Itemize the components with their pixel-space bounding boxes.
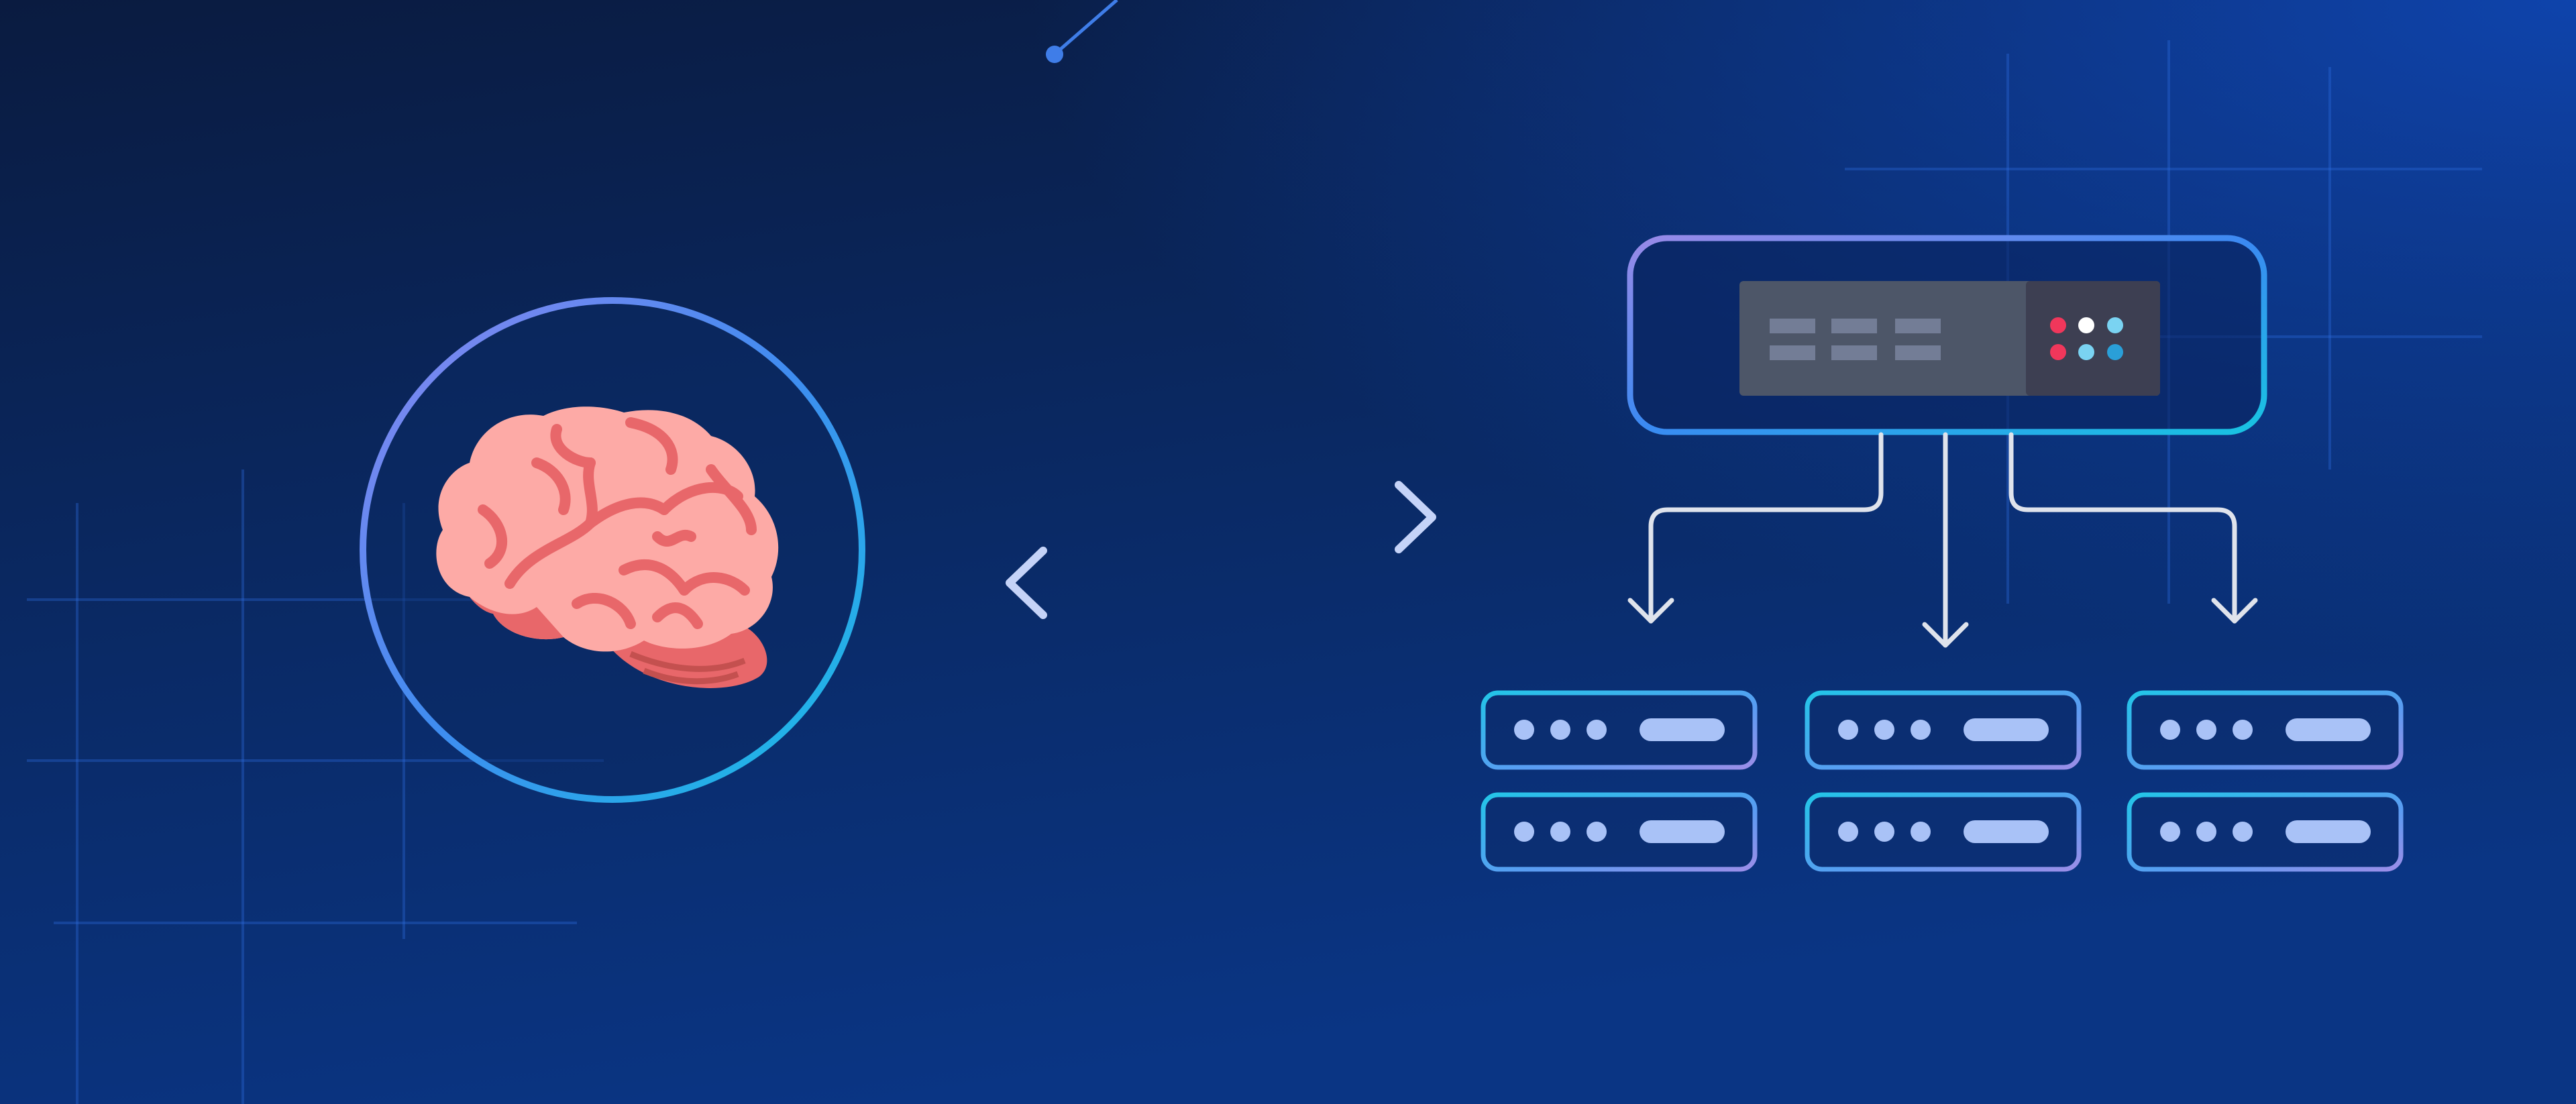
server-rack-icon <box>1481 792 1758 872</box>
server-rack-icon <box>2127 690 2404 770</box>
hub-device-panel <box>2026 281 2160 396</box>
connector-arrows <box>1627 432 2258 648</box>
bidirectional-arrows-icon <box>1006 481 1436 619</box>
server-hub-icon <box>1627 235 2267 435</box>
server-dot <box>2233 822 2253 842</box>
server-dot <box>2160 720 2180 740</box>
status-leds <box>2050 317 2123 360</box>
server-dot <box>2196 720 2216 740</box>
server-bar <box>2286 820 2371 843</box>
server-bar <box>1640 718 1725 741</box>
server-dot <box>1874 720 1894 740</box>
server-rack-icon <box>1805 690 2082 770</box>
server-dot <box>1838 822 1858 842</box>
server-dot <box>2196 822 2216 842</box>
server-grid <box>1481 690 2404 872</box>
server-dot <box>1874 822 1894 842</box>
server-rack-icon <box>2127 792 2404 872</box>
server-dot <box>1550 822 1570 842</box>
decorative-node-line <box>1046 0 1118 63</box>
server-dot <box>2233 720 2253 740</box>
server-dot <box>1587 822 1607 842</box>
server-dot <box>1838 720 1858 740</box>
server-dot <box>1514 720 1534 740</box>
server-bar <box>2286 718 2371 741</box>
server-dot <box>2160 822 2180 842</box>
server-dot <box>1587 720 1607 740</box>
server-rack-icon <box>1805 792 2082 872</box>
server-dot <box>1514 822 1534 842</box>
server-bar <box>1640 820 1725 843</box>
brain-node <box>360 297 865 803</box>
server-bar <box>1964 718 2049 741</box>
server-bar <box>1964 820 2049 843</box>
server-rack-icon <box>1481 690 1758 770</box>
server-dot <box>1550 720 1570 740</box>
server-dot <box>1911 822 1931 842</box>
brain-icon <box>436 406 779 688</box>
server-dot <box>1911 720 1931 740</box>
